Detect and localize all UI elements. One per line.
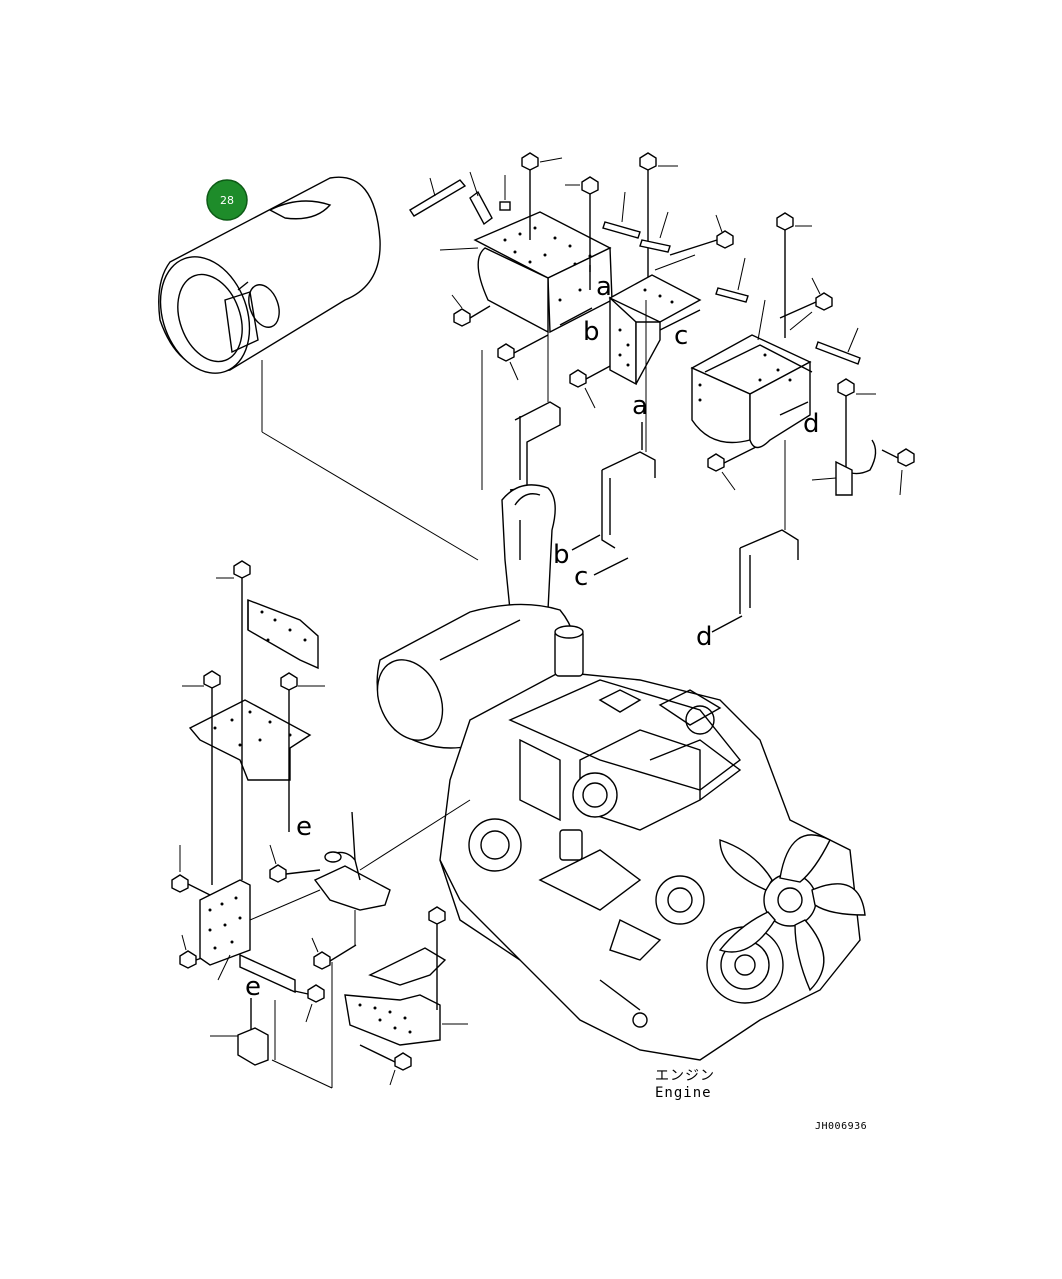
label-b: b (583, 317, 600, 347)
label-e: e (245, 972, 261, 1002)
bolt-icon (779, 277, 833, 319)
label-c: c (574, 562, 588, 592)
callout-badge-28[interactable]: 28 (206, 179, 248, 221)
engine-caption-english: Engine (655, 1085, 712, 1101)
bolt-icon (280, 672, 325, 800)
bolt-icon (837, 378, 876, 470)
lower-left-bracket-assembly (171, 560, 471, 1089)
bolt-icon (565, 176, 599, 272)
label-e: e (296, 812, 312, 842)
engine (439, 625, 866, 1061)
cooling-fan (718, 834, 866, 992)
label-a: a (632, 391, 648, 421)
bolt-icon (707, 444, 761, 491)
upper-bracket-assembly (409, 171, 613, 334)
bolt-icon (776, 212, 812, 338)
bolt-icon (216, 560, 251, 880)
callout-number: 28 (220, 194, 234, 207)
bolt-icon (451, 294, 491, 327)
label-d: d (696, 622, 713, 652)
engine-caption-japanese: エンジン (655, 1068, 715, 1084)
bolt-icon (497, 334, 549, 381)
bolt-icon (569, 364, 613, 409)
bolt-icon (311, 937, 357, 970)
bolt-icon (269, 844, 321, 883)
strap-clamp-right (811, 439, 877, 496)
support-stays (481, 300, 799, 614)
muffler-cover[interactable] (145, 176, 479, 561)
bolt-icon (359, 1044, 412, 1086)
reference-labels: a b c d a b c d e e (245, 265, 820, 1030)
center-bracket (602, 191, 749, 386)
label-b: b (553, 540, 570, 570)
bolt-icon (171, 845, 211, 896)
label-d: d (803, 409, 820, 439)
bolt-icon (881, 448, 915, 496)
bolt-group (451, 152, 915, 496)
bolt-icon (428, 906, 446, 1010)
label-c: c (674, 321, 688, 351)
label-a: a (596, 272, 612, 302)
bolt-icon (669, 214, 734, 256)
bolt-icon (521, 152, 563, 240)
heat-shield-right (690, 299, 861, 449)
reference-code: JH006936 (815, 1121, 867, 1132)
bolt-icon (182, 670, 221, 885)
